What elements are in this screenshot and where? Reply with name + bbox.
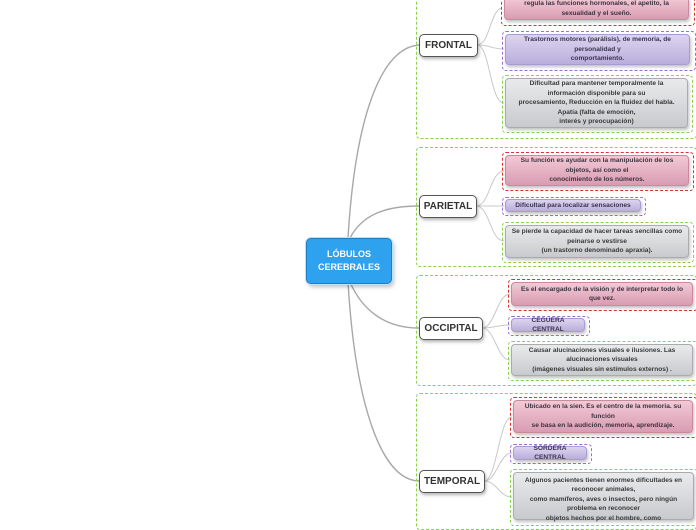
occipital-item-1-text: Es el encargado de la visión y de interp…	[521, 285, 683, 302]
lobe-frontal[interactable]: FRONTAL	[419, 34, 478, 57]
frontal-item-3[interactable]: Dificultad para mantener temporalmente l…	[505, 78, 688, 128]
lobe-parietal[interactable]: PARIETAL	[419, 195, 477, 218]
frontal-item-3-text: Dificultad para mantener temporalmente l…	[518, 80, 675, 126]
lobe-temporal-label: TEMPORAL	[423, 476, 481, 487]
frontal-item-1-outline	[501, 0, 695, 26]
occipital-item-2[interactable]: CEGUERA CENTRAL	[511, 316, 585, 333]
occipital-item-3-text: Causar alucinaciones visuales e ilusione…	[528, 346, 676, 373]
parietal-item-3-text: Se pierde la capacidad de hacer tareas s…	[511, 228, 683, 255]
temporal-item-1-outline	[510, 397, 696, 438]
temporal-item-3-text: Algunos pacientes tienen enormes dificul…	[524, 477, 683, 522]
parietal-item-1-text: Su función es ayudar con la manipulación…	[520, 157, 674, 184]
parietal-item-2-outline	[502, 197, 646, 216]
central-topic[interactable]: LÓBULOS CEREBRALES	[306, 238, 392, 284]
temporal-item-2-text: SORDERA CENTRAL	[533, 444, 567, 461]
frontal-item-2[interactable]: Trastornos motores (parálisis), de memor…	[505, 34, 690, 65]
lobe-occipital-label: OCCIPITAL	[424, 323, 478, 334]
occipital-item-3-outline	[508, 341, 696, 381]
lobe-parietal-label: PARIETAL	[423, 201, 473, 212]
frontal-item-3-outline	[502, 75, 693, 133]
lobe-temporal[interactable]: TEMPORAL	[419, 470, 485, 493]
link-center-frontal	[347, 44, 420, 239]
temporal-item-2[interactable]: SORDERA CENTRAL	[513, 444, 587, 461]
occipital-item-2-outline	[508, 316, 590, 336]
frontal-item-1-text: regula las funciones hormonales, el apet…	[524, 0, 669, 17]
lobe-frontal-label: FRONTAL	[424, 40, 473, 51]
parietal-item-3[interactable]: Se pierde la capacidad de hacer tareas s…	[505, 225, 689, 258]
temporal-item-1[interactable]: Ubicado en la sien. Es el centro de la m…	[513, 400, 693, 433]
lobe-occipital[interactable]: OCCIPITAL	[419, 317, 483, 340]
link-center-occipital	[349, 281, 420, 329]
parietal-item-2-text: Dificultad para localizar sensaciones	[515, 201, 631, 209]
central-topic-label: LÓBULOS CEREBRALES	[317, 249, 380, 272]
temporal-item-3[interactable]: Algunos pacientes tienen enormes dificul…	[513, 472, 694, 522]
temporal-item-2-outline	[510, 444, 592, 464]
frontal-group-box	[416, 0, 696, 139]
occipital-item-1[interactable]: Es el encargado de la visión y de interp…	[511, 282, 693, 306]
parietal-group-box	[416, 147, 696, 267]
occipital-item-2-text: CEGUERA CENTRAL	[531, 316, 565, 333]
frontal-item-1[interactable]: regula las funciones hormonales, el apet…	[504, 0, 689, 20]
parietal-item-3-outline	[502, 222, 694, 263]
parietal-item-1[interactable]: Su función es ayudar con la manipulación…	[505, 155, 689, 186]
parietal-item-2[interactable]: Dificultad para localizar sensaciones	[505, 199, 641, 212]
occipital-item-1-outline	[508, 279, 696, 311]
link-center-temporal	[347, 281, 420, 482]
occipital-item-3[interactable]: Causar alucinaciones visuales e ilusione…	[511, 344, 693, 376]
link-center-parietal	[349, 205, 420, 239]
temporal-item-1-text: Ubicado en la sien. Es el centro de la m…	[524, 403, 682, 430]
occipital-group-box	[416, 275, 696, 386]
parietal-item-1-outline	[502, 152, 694, 191]
frontal-item-2-text: Trastornos motores (parálisis), de memor…	[524, 36, 671, 63]
